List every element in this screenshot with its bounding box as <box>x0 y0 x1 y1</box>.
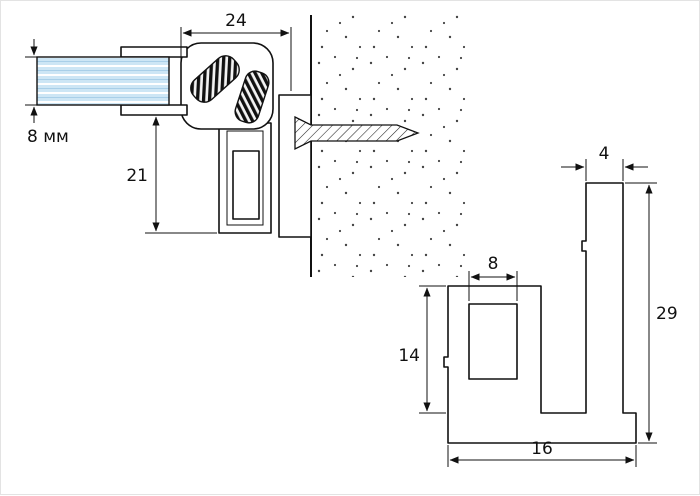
glass-channel-top-plate <box>120 46 188 58</box>
profile-outline-view: 4 8 14 29 16 <box>398 144 678 467</box>
dim-top-width-4: 4 <box>561 144 648 181</box>
magnet-1 <box>190 55 240 103</box>
profile-inner-slot <box>468 303 518 380</box>
dim-slot-width-8: 8 <box>468 254 518 301</box>
dim-total-height-29: 29 <box>625 182 678 444</box>
glass-channel-bottom-plate <box>120 104 188 116</box>
dim-width-24: 24 <box>180 11 292 91</box>
dim-label-glass-thickness: 8 мм <box>27 127 69 147</box>
dim-label-14: 14 <box>398 346 420 366</box>
dim-label-21: 21 <box>126 166 148 186</box>
dim-glass-thickness: 8 мм <box>25 39 69 147</box>
dim-left-height-14: 14 <box>398 285 446 414</box>
dim-label-24: 24 <box>225 11 247 31</box>
dim-label-8: 8 <box>488 254 499 274</box>
dim-label-16: 16 <box>531 439 553 459</box>
wall-plaster-stipple <box>315 15 467 277</box>
screw <box>294 115 420 151</box>
assembly-section-view: 8 мм 24 21 <box>25 11 467 277</box>
profile-stem-core-section <box>232 150 260 220</box>
profile-stem-inner-wall <box>226 130 264 226</box>
dim-label-29: 29 <box>656 304 678 324</box>
dim-label-4: 4 <box>599 144 610 164</box>
dim-base-width-16: 16 <box>447 439 637 467</box>
magnet-2 <box>234 70 270 124</box>
dim-height-21: 21 <box>126 116 217 234</box>
glass-panel <box>36 56 170 106</box>
